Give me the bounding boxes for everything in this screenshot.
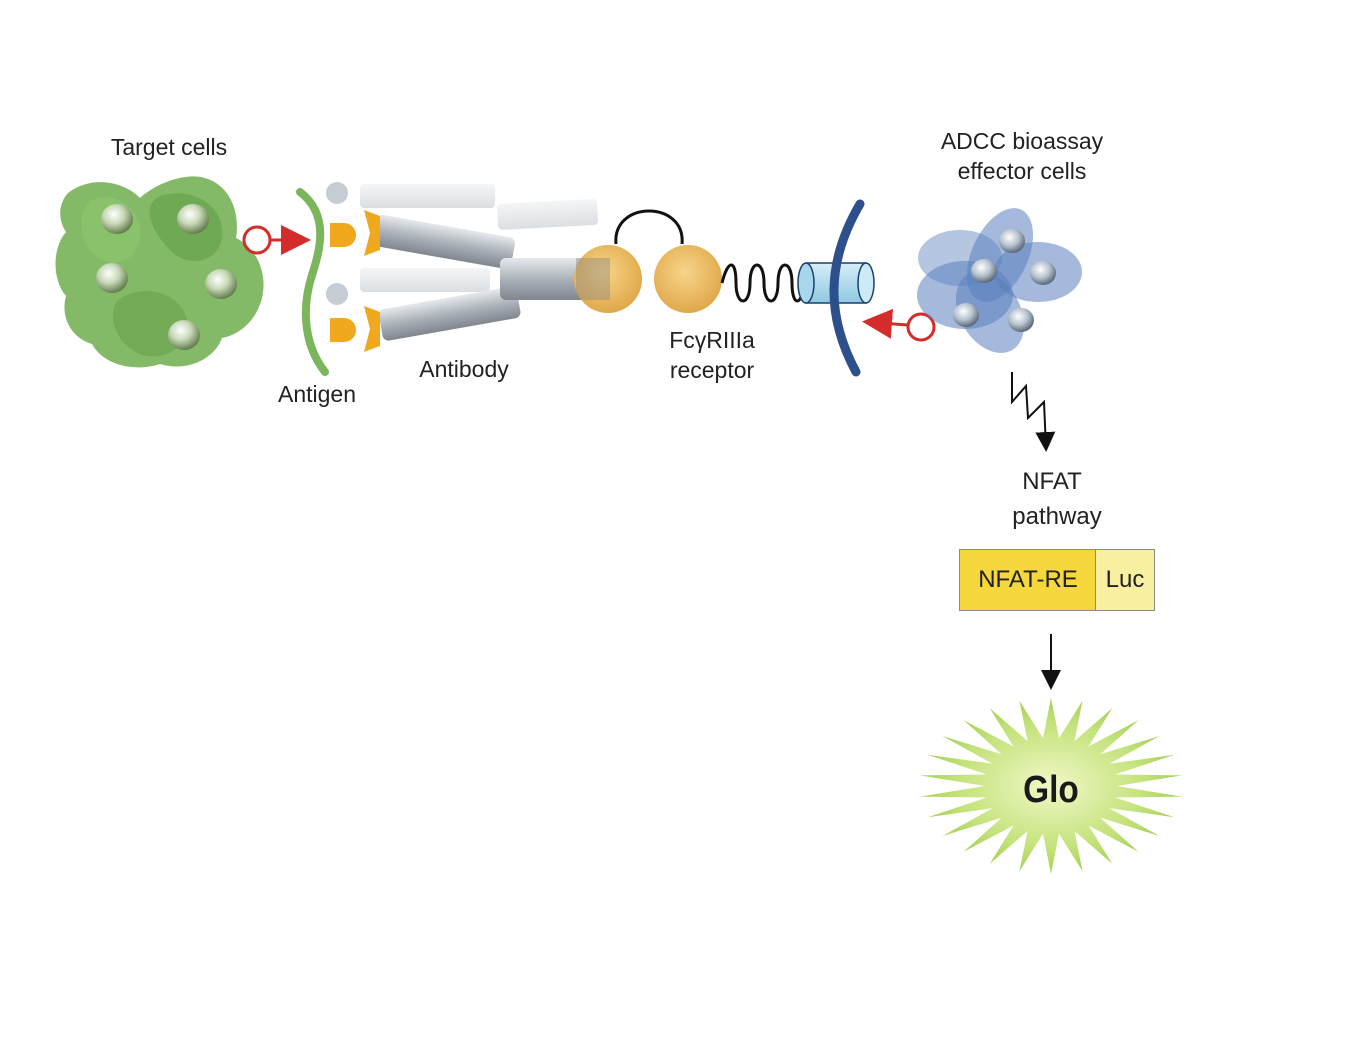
effector-membrane — [829, 199, 865, 377]
target-nucleus — [168, 320, 200, 350]
target-nucleus — [101, 204, 133, 234]
nfat-re-label: NFAT-RE — [978, 566, 1078, 593]
glo-burst — [920, 698, 1182, 874]
target-nucleus — [96, 263, 128, 293]
receptor-label-line1: FcγRIIIa — [669, 327, 755, 353]
target-nucleus — [177, 204, 209, 234]
target-nucleus — [205, 269, 237, 299]
target-cells — [55, 176, 264, 368]
luc-label: Luc — [1105, 566, 1145, 593]
antigen-membrane — [296, 188, 329, 376]
effector-zoom-indicator — [862, 308, 936, 342]
antibody-label: Antibody — [419, 356, 509, 382]
pathway-label-line2: pathway — [1012, 503, 1102, 530]
target-zoom-indicator — [242, 225, 311, 255]
antibody — [360, 184, 610, 352]
luc-box: Luc — [1095, 549, 1155, 611]
effector-cells — [917, 208, 1082, 353]
glo-label: Glo — [1023, 769, 1079, 811]
epitopes — [326, 182, 356, 342]
effector-label-line1: ADCC bioassay — [940, 128, 1104, 154]
target-cells-label: Target cells — [110, 134, 228, 160]
antigen-label: Antigen — [277, 381, 356, 407]
fc-domains — [574, 209, 722, 313]
effector-label-line2: effector cells — [957, 158, 1087, 184]
receptor-label-line2: receptor — [669, 357, 755, 383]
nfat-re-box: NFAT-RE — [959, 549, 1097, 611]
pathway-label-line1: NFAT — [1022, 468, 1082, 495]
signal-arrow — [1011, 372, 1056, 452]
fcgriiia-receptor — [720, 262, 875, 304]
